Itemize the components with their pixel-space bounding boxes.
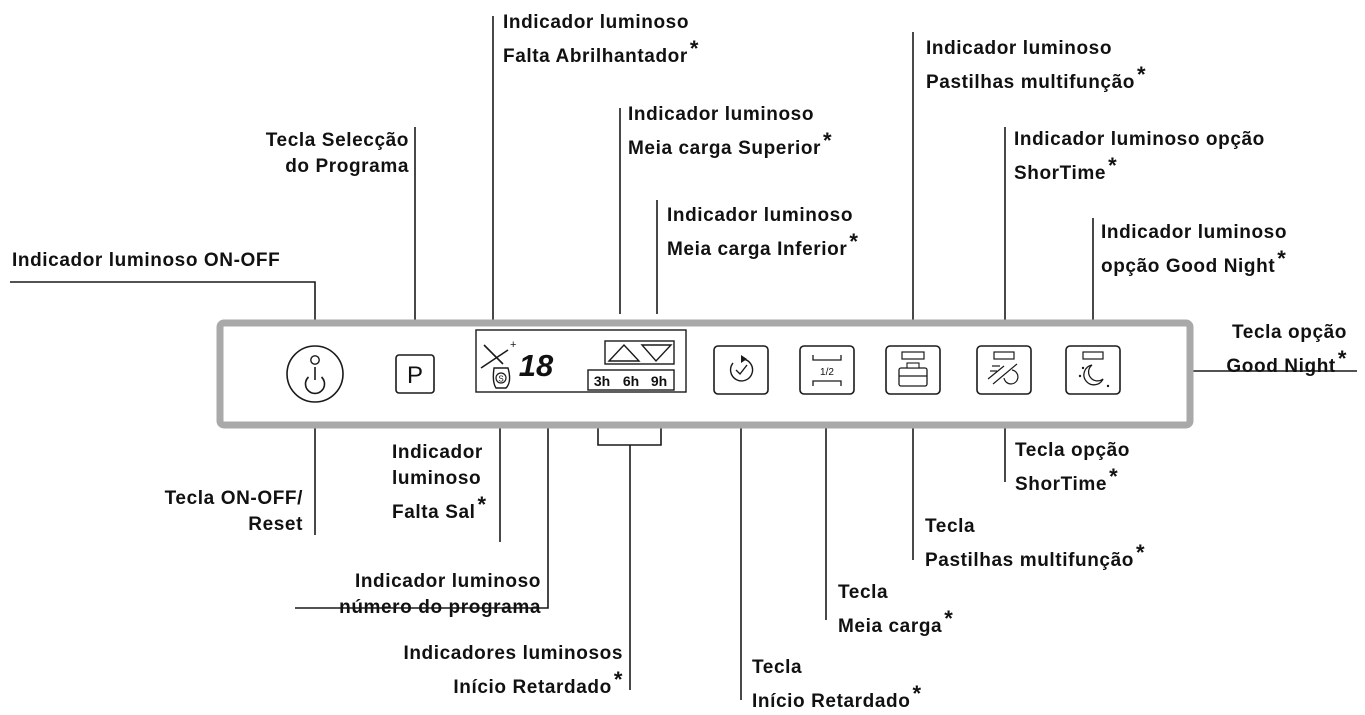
asterisk: *: [689, 36, 700, 61]
label-line: Meia carga Inferior: [667, 239, 848, 260]
shortime-led-icon: [993, 351, 1015, 360]
label-line: Reset: [248, 514, 303, 535]
label-good-night-indicator: Indicador luminoso opção Good Night*: [1101, 220, 1287, 280]
label-lower-half-load-indicator: Indicador luminoso Meia carga Inferior*: [667, 203, 859, 263]
label-line: Indicador luminoso: [628, 104, 815, 125]
label-on-off-reset-key: Tecla ON-OFF/ Reset: [165, 486, 303, 538]
lower-half-load-arrow-icon: [640, 344, 673, 363]
label-line: Tecla: [925, 516, 976, 537]
label-half-load-key: Tecla Meia carga*: [838, 580, 953, 640]
label-line: Good Night: [1226, 356, 1336, 377]
label-line: Falta Abrilhantador: [503, 46, 688, 67]
label-line: Pastilhas multifunção: [925, 550, 1134, 571]
label-line: Indicador luminoso opção: [1014, 129, 1265, 150]
half-load-button[interactable]: 1/2: [799, 345, 855, 395]
good-night-button[interactable]: [1065, 345, 1121, 395]
program-display: + S 18 3h 6h 9h: [475, 329, 687, 393]
asterisk: *: [1135, 540, 1146, 565]
label-line: Indicador luminoso: [667, 205, 854, 226]
on-off-button[interactable]: [286, 345, 344, 403]
asterisk: *: [1337, 346, 1347, 371]
label-program-selection-key: Tecla Selecção do Programa: [266, 128, 409, 180]
program-number-display: 18: [519, 348, 554, 383]
delay-option-9h: 9h: [651, 373, 667, 389]
label-line: Indicadores luminosos: [403, 643, 623, 664]
label-salt-indicator: Indicador luminoso Falta Sal*: [392, 440, 487, 526]
label-line: Indicador: [392, 442, 483, 463]
salt-symbol: S: [498, 375, 503, 384]
asterisk: *: [912, 681, 922, 706]
multifunction-tablets-button[interactable]: [885, 345, 941, 395]
half-load-key-text: 1/2: [820, 367, 834, 378]
label-line: opção Good Night: [1101, 256, 1276, 277]
asterisk: *: [1108, 153, 1118, 178]
label-line: Indicador luminoso ON-OFF: [12, 250, 281, 271]
label-line: número do programa: [339, 597, 541, 618]
asterisk: *: [849, 229, 859, 254]
shortime-icon: [987, 363, 1019, 385]
label-line: Início Retardado: [453, 677, 612, 698]
leader-program-number: [295, 393, 549, 609]
label-line: Tecla Selecção: [265, 130, 409, 151]
label-program-number-indicator: Indicador luminoso número do programa: [339, 569, 541, 621]
on-off-led-icon: [310, 355, 320, 365]
program-select-button[interactable]: P: [395, 354, 435, 394]
asterisk: *: [1109, 464, 1119, 489]
label-upper-half-load-indicator: Indicador luminoso Meia carga Superior*: [628, 102, 832, 162]
label-line: ShorTime: [1014, 163, 1107, 184]
asterisk: *: [477, 492, 487, 517]
label-line: Meia carga: [838, 616, 943, 637]
delay-option-3h: 3h: [594, 373, 610, 389]
program-key-letter: P: [407, 362, 423, 389]
label-multifunction-tablets-key: Tecla Pastilhas multifunção*: [925, 514, 1145, 574]
svg-text:+: +: [510, 339, 516, 351]
asterisk: *: [823, 128, 833, 153]
moon-icon: [1083, 364, 1104, 386]
delay-option-6h: 6h: [623, 373, 639, 389]
asterisk: *: [613, 667, 623, 692]
label-line: Tecla opção: [1015, 440, 1131, 461]
label-multifunction-tablets-indicator: Indicador luminoso Pastilhas multifunção…: [926, 36, 1146, 96]
label-line: Início Retardado: [752, 691, 911, 712]
control-panel-frame: [216, 319, 1194, 429]
shortime-button[interactable]: [976, 345, 1032, 395]
half-load-basket-icon: [812, 355, 842, 361]
label-on-off-indicator: Indicador luminoso ON-OFF: [12, 248, 280, 274]
label-line: Falta Sal: [392, 502, 476, 523]
asterisk: *: [1136, 62, 1147, 87]
label-line: Indicador luminoso: [926, 38, 1113, 59]
label-line: Meia carga Superior: [628, 138, 822, 159]
label-delayed-start-indicators: Indicadores luminosos Início Retardado*: [403, 641, 623, 701]
delay-options-box: [587, 369, 675, 391]
label-line: ShorTime: [1015, 474, 1108, 495]
rinse-aid-icon: +: [480, 339, 516, 369]
label-line: Tecla: [752, 657, 803, 678]
label-good-night-key: Tecla opção Good Night*: [1226, 320, 1347, 380]
upper-half-load-arrow-icon: [607, 343, 641, 362]
label-line: Tecla opção: [1231, 322, 1347, 343]
asterisk: *: [1277, 246, 1287, 271]
asterisk: *: [944, 606, 954, 631]
label-line: Tecla ON-OFF/: [164, 488, 303, 509]
label-rinse-aid-indicator: Indicador luminoso Falta Abrilhantador*: [503, 10, 699, 70]
tablets-led-icon: [901, 351, 925, 360]
delay-clock-icon: [729, 358, 754, 382]
label-line: Pastilhas multifunção: [926, 72, 1135, 93]
label-line: Indicador luminoso: [354, 571, 541, 592]
label-line: Tecla: [838, 582, 889, 603]
good-night-led-icon: [1082, 351, 1104, 360]
label-line: luminoso: [392, 468, 482, 489]
label-shortime-key: Tecla opção ShorTime*: [1015, 438, 1130, 498]
delayed-start-button[interactable]: [713, 345, 769, 395]
label-shortime-indicator: Indicador luminoso opção ShorTime*: [1014, 127, 1265, 187]
label-line: Indicador luminoso: [503, 12, 690, 33]
salt-icon: S: [492, 367, 511, 389]
power-icon: [304, 376, 326, 395]
label-line: do Programa: [285, 156, 409, 177]
label-delayed-start-key: Tecla Início Retardado*: [752, 655, 922, 715]
tablet-icon: [898, 367, 928, 387]
label-line: Indicador luminoso: [1101, 222, 1288, 243]
